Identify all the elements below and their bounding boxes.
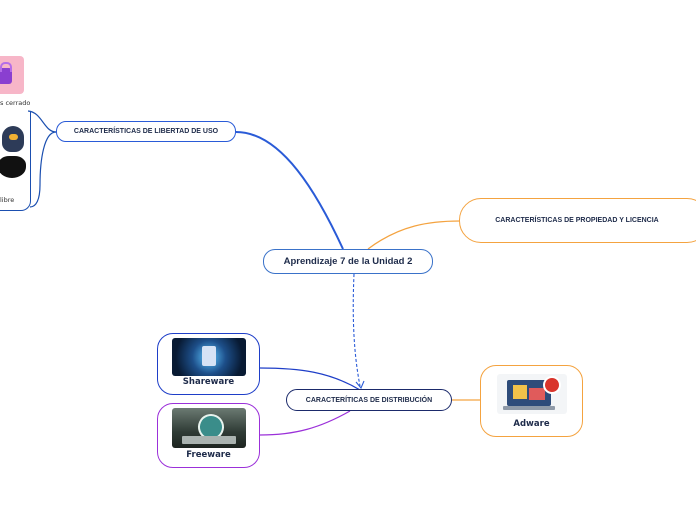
topic-libertad-de-uso[interactable]: CARACTERÍSTICAS DE LIBERTAD DE USO [56, 121, 236, 142]
root-topic-label: Aprendizaje 7 de la Unidad 2 [283, 256, 413, 267]
cerrado-label: s cerrado [0, 99, 31, 107]
topic-distribucion-label: CARACTERÍTICAS DE DISTRIBUCIÓN [305, 396, 433, 404]
link-libertad-cerrado [27, 110, 57, 133]
topic-propiedad-label: CARACTERÍSTICAS DE PROPIEDAD Y LICENCIA [495, 217, 659, 224]
shareware-box-icon [202, 346, 216, 366]
card-freeware[interactable]: Freeware [157, 403, 260, 468]
adware-image [497, 374, 567, 414]
monitor-base [503, 406, 555, 410]
gnu-icon [0, 156, 26, 178]
card-software-cerrado[interactable]: s cerrado [0, 52, 31, 110]
libre-label: libre [0, 196, 15, 204]
freeware-label: Freeware [186, 450, 231, 460]
adware-label: Adware [513, 419, 550, 429]
ad-window [513, 385, 527, 399]
link-root-libertad [235, 131, 344, 250]
link-libertad-libre [29, 131, 57, 208]
root-topic[interactable]: Aprendizaje 7 de la Unidad 2 [263, 249, 433, 274]
shareware-label: Shareware [182, 377, 235, 387]
shareware-image [172, 338, 246, 376]
link-root-propiedad [367, 220, 461, 250]
laptop-icon [182, 436, 236, 444]
penguin-icon [2, 126, 24, 152]
alert-icon [543, 376, 561, 394]
lock-icon [0, 68, 12, 84]
penguin-beak [9, 134, 18, 140]
topic-distribucion[interactable]: CARACTERÍTICAS DE DISTRIBUCIÓN [286, 389, 452, 411]
lock-shackle [0, 62, 12, 72]
link-dist-freeware [259, 410, 351, 436]
topic-libertad-label: CARACTERÍSTICAS DE LIBERTAD DE USO [73, 128, 219, 135]
card-shareware[interactable]: Shareware [157, 333, 260, 395]
card-adware[interactable]: Adware [480, 365, 583, 437]
ad-window-2 [529, 388, 545, 400]
arrowhead [355, 380, 365, 390]
link-root-distribucion [352, 273, 361, 387]
link-dist-shareware [259, 367, 361, 391]
cerrado-image [0, 56, 24, 94]
topic-propiedad-y-licencia[interactable]: CARACTERÍSTICAS DE PROPIEDAD Y LICENCIA [459, 198, 696, 243]
freeware-image [172, 408, 246, 448]
card-software-libre[interactable]: libre [0, 112, 31, 211]
